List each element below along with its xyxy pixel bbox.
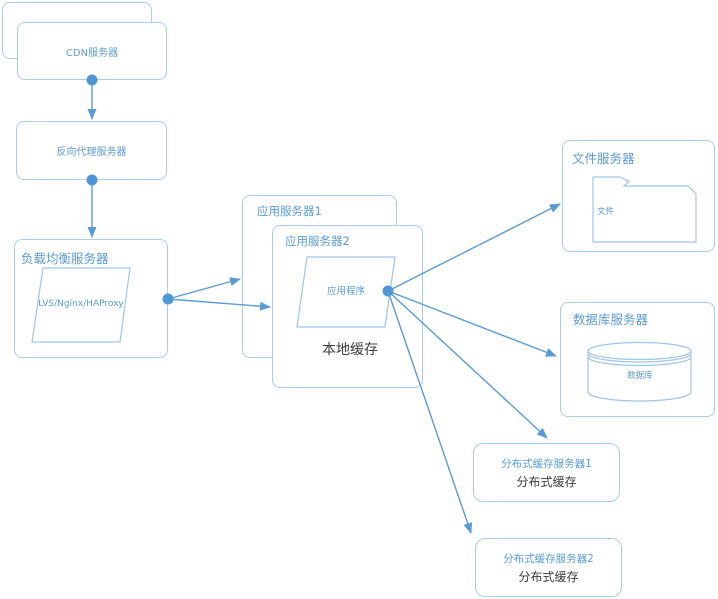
cache-server-2-label: 分布式缓存服务器2 — [503, 552, 594, 565]
cdn-server-label: CDN服务器 — [65, 47, 119, 59]
load-balancer-software-label: LVS/Nginx/HAProxy — [38, 299, 124, 309]
app-server-1-label: 应用服务器1 — [257, 204, 322, 218]
application-label: 应用程序 — [326, 286, 365, 297]
cache-server-2-box[interactable]: 分布式缓存服务器2 分布式缓存 — [475, 538, 622, 597]
folder-label: 文件 — [597, 207, 615, 217]
file-server-box[interactable]: 文件服务器 — [562, 140, 715, 252]
db-server-label: 数据库服务器 — [573, 312, 649, 327]
load-balancer-label: 负载均衡服务器 — [21, 251, 109, 266]
cdn-server-box[interactable]: CDN服务器 — [17, 22, 167, 80]
reverse-proxy-label: 反向代理服务器 — [56, 147, 127, 158]
db-server-box[interactable]: 数据库服务器 — [560, 302, 715, 417]
cache-server-1-sublabel: 分布式缓存 — [516, 474, 577, 489]
file-server-label: 文件服务器 — [572, 151, 635, 166]
cache-server-1-box[interactable]: 分布式缓存服务器1 分布式缓存 — [473, 443, 620, 502]
reverse-proxy-box[interactable]: 反向代理服务器 — [16, 121, 167, 180]
connector-lb-to-app1[interactable] — [167, 277, 241, 300]
database-label: 数据库 — [627, 371, 653, 381]
local-cache-label: 本地缓存 — [322, 342, 378, 358]
app-server-2-label: 应用服务器2 — [285, 234, 350, 248]
cache-server-1-label: 分布式缓存服务器1 — [501, 457, 592, 470]
app-server-2-box[interactable]: 应用服务器2 — [272, 225, 423, 388]
cache-server-2-sublabel: 分布式缓存 — [518, 569, 579, 584]
